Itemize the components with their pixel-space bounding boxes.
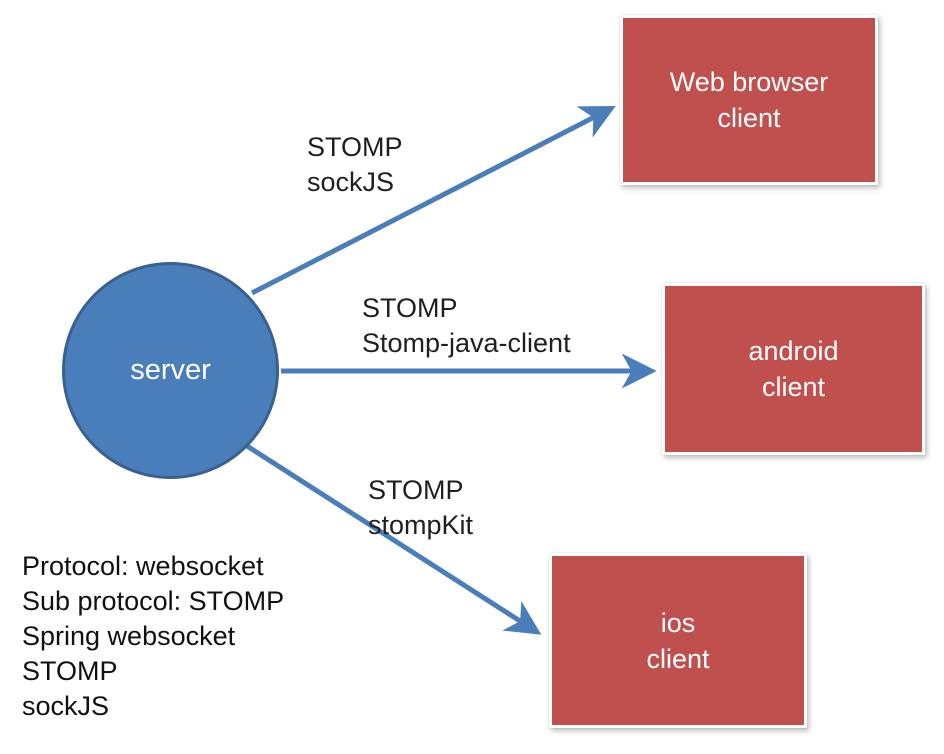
- arrow-server-to-ios: [245, 443, 542, 635]
- edge-label-line: STOMP: [368, 475, 464, 505]
- edge-label-line: STOMP: [307, 132, 403, 162]
- client-box-android: android client: [662, 283, 925, 455]
- client-label-line: client: [761, 372, 825, 402]
- edge-label-line: stompKit: [368, 510, 474, 540]
- notes-line: Sub protocol: STOMP: [22, 586, 285, 616]
- server-node: server: [62, 262, 279, 479]
- edge-label-server-to-web-browser: STOMP sockJS: [307, 130, 403, 200]
- client-label-line: android: [748, 336, 839, 366]
- client-label-line: ios: [660, 607, 696, 638]
- edge-label-line: sockJS: [307, 167, 395, 197]
- client-box-ios: ios client: [549, 553, 807, 728]
- edge-label-server-to-ios: STOMP stompKit: [368, 473, 473, 543]
- edge-label-line: Stomp-java-client: [362, 328, 571, 358]
- client-label-line: client: [646, 643, 710, 674]
- notes-line: sockJS: [22, 691, 110, 721]
- notes-line: STOMP: [22, 656, 118, 686]
- server-label: server: [130, 354, 211, 386]
- notes-line: Protocol: websocket: [22, 551, 264, 581]
- edge-label-line: STOMP: [362, 293, 458, 323]
- arrow-server-to-web-browser: [250, 105, 616, 296]
- client-label-line: Web browser: [669, 67, 829, 97]
- client-label-ios: ios client: [646, 605, 709, 677]
- client-box-web-browser: Web browser client: [620, 15, 878, 185]
- client-label-line: client: [717, 103, 781, 133]
- notes-text: Protocol: websocket Sub protocol: STOMP …: [22, 549, 284, 724]
- client-label-web-browser: Web browser client: [670, 64, 829, 136]
- client-label-android: android client: [748, 333, 838, 405]
- notes-line: Spring websocket: [22, 621, 236, 651]
- edge-label-server-to-android: STOMP Stomp-java-client: [362, 291, 571, 361]
